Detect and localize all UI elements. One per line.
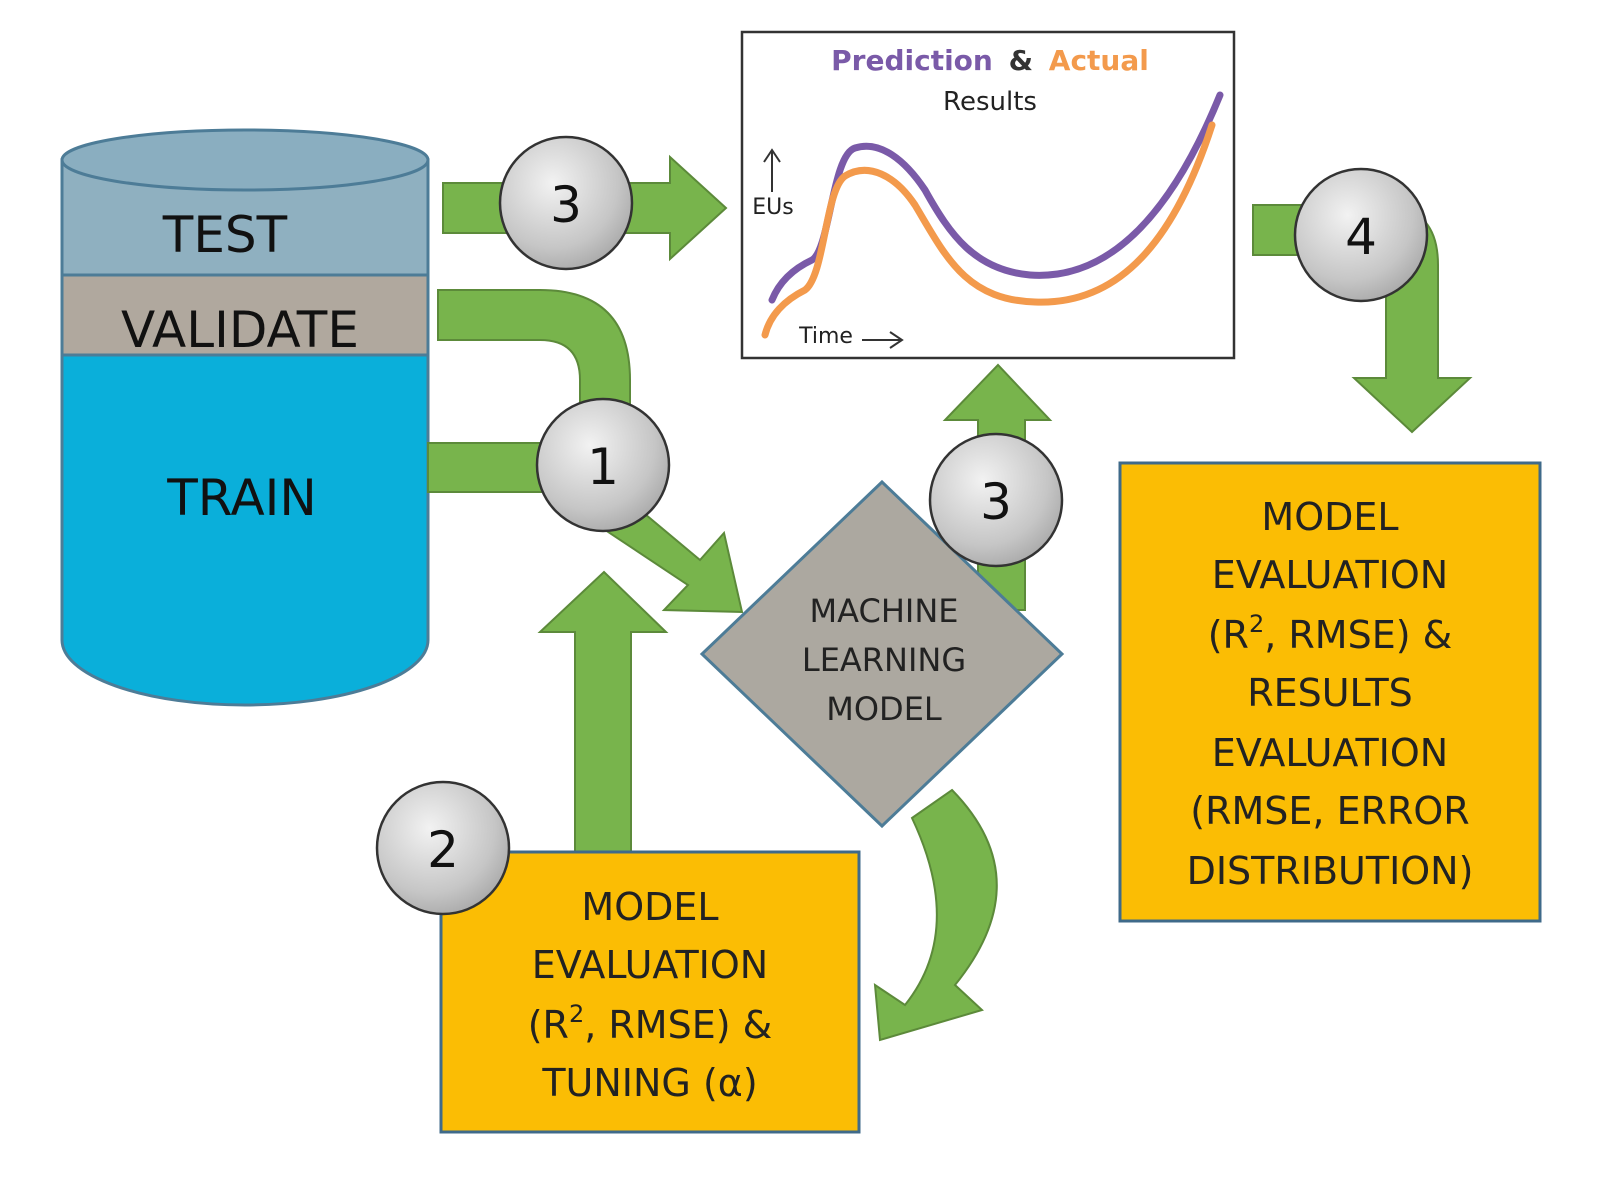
step-4-number: 4 bbox=[1345, 208, 1377, 266]
eval-right-line3-sup: 2 bbox=[1249, 610, 1264, 638]
step-3-mid-number: 3 bbox=[980, 473, 1012, 531]
step-1-badge: 1 bbox=[535, 397, 671, 533]
results-panel-frame bbox=[740, 30, 1236, 360]
eval-box-right-frame bbox=[1118, 461, 1542, 923]
results-panel: Prediction & Actual Results EUs Time bbox=[740, 30, 1236, 360]
title-amp: & bbox=[1009, 44, 1033, 77]
ml-model-diamond: MACHINE LEARNING MODEL bbox=[699, 479, 1065, 829]
eval-right-line2: EVALUATION bbox=[1212, 553, 1448, 597]
step-3-mid-badge: 3 bbox=[928, 432, 1064, 568]
diamond-shape bbox=[699, 479, 1065, 829]
eval-box-left: MODEL EVALUATION (R2, RMSE) & TUNING (α) bbox=[439, 850, 861, 1134]
model-line1: MACHINE bbox=[810, 592, 959, 630]
step-4-badge: 4 bbox=[1293, 167, 1429, 303]
x-axis-arrow-icon bbox=[862, 331, 904, 349]
eval-right-line5: EVALUATION bbox=[1212, 731, 1448, 775]
step-circles: 3 1 3 4 2 bbox=[375, 135, 1429, 916]
eval-left-line1: MODEL bbox=[581, 885, 718, 929]
results-subtitle: Results bbox=[943, 87, 1037, 117]
model-line3: MODEL bbox=[826, 690, 942, 728]
eval-box-right: MODEL EVALUATION (R2, RMSE) & RESULTS EV… bbox=[1118, 461, 1542, 923]
step-1-number: 1 bbox=[587, 438, 619, 496]
step-3-top-number: 3 bbox=[550, 176, 582, 234]
eval-box-left-frame bbox=[439, 850, 861, 1134]
eval-left-line3-sup: 2 bbox=[569, 1000, 584, 1028]
eval-right-line3-pre: (R bbox=[1208, 613, 1249, 657]
eval-right-line3: (R2, RMSE) & bbox=[1208, 610, 1453, 657]
train-segment bbox=[60, 353, 430, 707]
arrow-eval-to-model bbox=[537, 570, 669, 853]
train-label: TRAIN bbox=[166, 469, 317, 527]
eval-left-line3-post: , RMSE) & bbox=[584, 1003, 772, 1047]
eval-left-line2: EVALUATION bbox=[532, 943, 768, 987]
step-2-badge: 2 bbox=[375, 780, 511, 916]
title-actual: Actual bbox=[1049, 44, 1149, 77]
eval-right-line6: (RMSE, ERROR bbox=[1190, 789, 1469, 833]
prediction-curve bbox=[768, 91, 1224, 304]
y-axis-label: EUs bbox=[752, 195, 793, 220]
actual-curve bbox=[761, 121, 1216, 339]
title-prediction: Prediction bbox=[831, 44, 993, 77]
y-axis-arrow-icon bbox=[763, 148, 781, 192]
eval-right-line7: DISTRIBUTION) bbox=[1187, 849, 1474, 893]
eval-right-line4: RESULTS bbox=[1247, 671, 1413, 715]
eval-right-line3-post: , RMSE) & bbox=[1264, 613, 1452, 657]
step-2-number: 2 bbox=[427, 821, 459, 879]
test-label: TEST bbox=[162, 206, 288, 264]
results-title: Prediction & Actual bbox=[831, 44, 1149, 77]
step-3-top-badge: 3 bbox=[498, 135, 634, 271]
model-line2: LEARNING bbox=[802, 641, 966, 679]
eval-left-line3-pre: (R bbox=[528, 1003, 569, 1047]
eval-left-line4: TUNING (α) bbox=[541, 1061, 757, 1105]
eval-right-line1: MODEL bbox=[1261, 495, 1398, 539]
x-axis-label: Time bbox=[798, 324, 853, 349]
dataset-cylinder: TEST VALIDATE TRAIN bbox=[60, 128, 430, 707]
cylinder-top bbox=[60, 128, 430, 192]
arrow-model-to-eval bbox=[873, 788, 998, 1042]
eval-left-line3: (R2, RMSE) & bbox=[528, 1000, 773, 1047]
validate-label: VALIDATE bbox=[121, 301, 359, 359]
